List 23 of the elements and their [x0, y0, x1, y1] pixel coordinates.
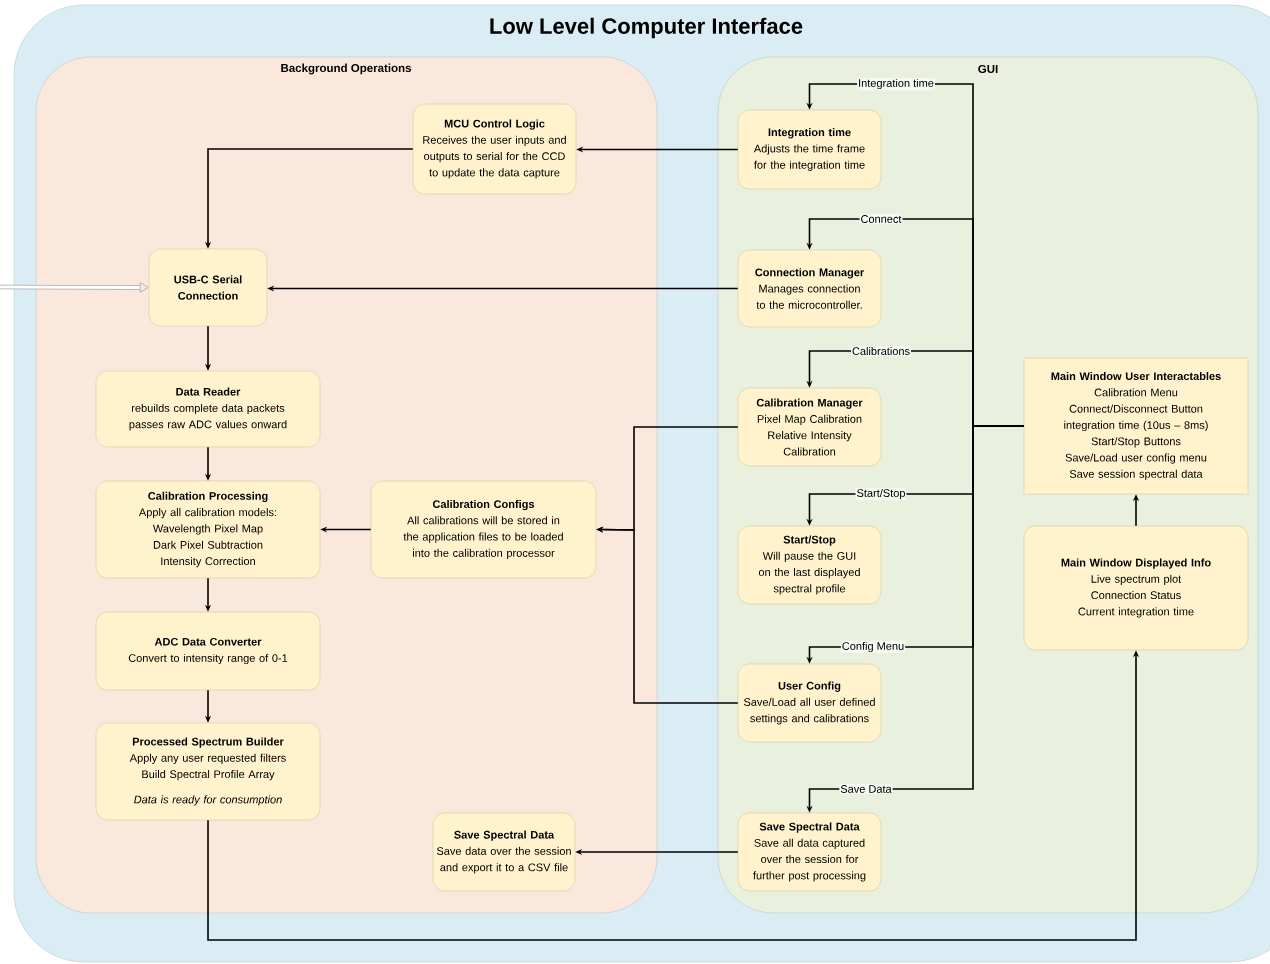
- edge-label: Calibrations: [850, 345, 912, 357]
- process-box: Calibration Manager Pixel Map Calibration Relative Intensity Calibration: [737, 387, 882, 467]
- process-box: Main Window User Interactables Calibration Menu Connect/Disconnect Button integration time (10us – 8ms) Start/Stop Buttons Save/Load user config menu Save session spectral data: [1023, 357, 1249, 495]
- process-box: Data Reader rebuilds complete data packets passes raw ADC values onward: [95, 370, 321, 448]
- process-box: User Config Save/Load all user defined settings and calibrations: [737, 663, 882, 743]
- edge-label: Connect: [859, 214, 903, 224]
- process-box: Start/Stop Will pause the GUI on the last displayed spectral profile: [737, 525, 882, 605]
- process-box: Main Window Displayed Info Live spectrum plot Connection Status Current integration time: [1023, 525, 1249, 651]
- process-box: Processed Spectrum Builder Apply any user requested filters Build Spectral Profile Array Data is ready for consumption: [95, 722, 321, 821]
- process-box: Calibration Processing Apply all calibration models: Wavelength Pixel Map Dark Pixel Subtraction Intensity Correction: [95, 480, 321, 579]
- process-box: MCU Control Logic Receives the user inputs and outputs to serial for the CCD to update the data capture: [412, 103, 577, 195]
- arrow: [0, 282, 149, 293]
- process-box: ADC Data Converter Convert to intensity range of 0-1: [95, 611, 321, 691]
- diagram-title: Low Level Computer Interface: [490, 17, 803, 39]
- panel-title: GUI: [978, 64, 998, 74]
- edge-label: Save Data: [839, 784, 893, 794]
- panel-title: Background Operations: [281, 63, 412, 75]
- process-box: Save Spectral Data Save all data captured over the session for further post processing: [737, 812, 882, 892]
- process-box: Integration time Adjusts the time frame for the integration time: [737, 109, 882, 190]
- process-box: Connection Manager Manages connection to the microcontroller.: [737, 249, 882, 328]
- process-box: Save Spectral Data Save data over the session and export it to a CSV file: [432, 812, 576, 892]
- process-box: Calibration Configs All calibrations will be stored in the application files to be loaded into the calibration processor: [370, 480, 597, 579]
- process-box: USB-C Serial Connection: [148, 248, 268, 327]
